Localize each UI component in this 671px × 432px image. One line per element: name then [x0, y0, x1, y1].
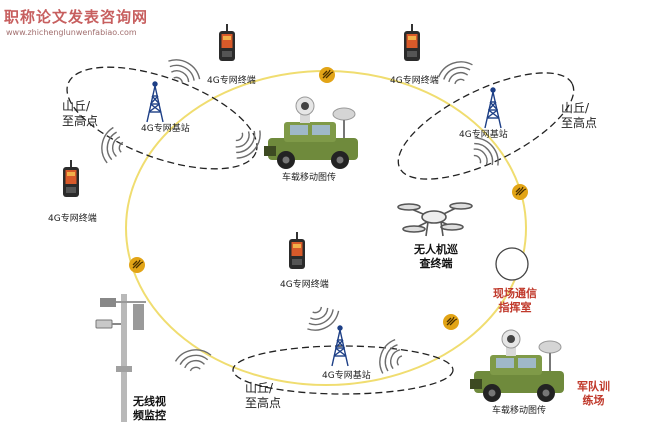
hill-label-right: 山丘/ 至高点 [561, 101, 598, 130]
cctv-label: 无线视 频监控 [133, 395, 166, 422]
signal-waves-icon [300, 299, 344, 337]
cctv-pole-icon [95, 294, 146, 422]
signal-waves-icon [226, 122, 267, 164]
radio-terminal-icon [404, 24, 420, 61]
drone-label: 无人机巡 查终端 [414, 243, 458, 270]
vehicle-label-bottom: 车载移动图传 [492, 406, 547, 416]
command-room-label: 现场通信 指挥室 [493, 287, 537, 314]
signal-waves-icon [173, 346, 214, 374]
network-ring [125, 70, 527, 386]
circle-marker-icon [495, 247, 529, 281]
signal-waves-icon [374, 336, 408, 379]
vehicle-label-top: 车载移动图传 [282, 173, 337, 183]
base-station-label-left: 4G专网基站 [141, 124, 190, 134]
radio-terminal-icon [63, 160, 79, 197]
training-ground-label: 军队训 练场 [577, 380, 610, 407]
hill-label-left: 山丘/ 至高点 [62, 99, 99, 128]
hill-coverage-bottom [232, 345, 454, 395]
signal-waves-icon [98, 125, 126, 166]
hill-label-bottom: 山丘/ 至高点 [245, 381, 282, 410]
watermark-title: 职称论文发表咨询网 [4, 8, 149, 26]
base-station-tower-icon [484, 87, 502, 129]
radio-terminal-icon [289, 232, 305, 269]
signal-waves-icon [161, 53, 205, 91]
watermark-url: www.zhichenglunwenfabiao.com [6, 28, 137, 37]
link-node-icon [128, 256, 146, 274]
vehicle-icon [263, 96, 359, 170]
terminal-label-top-left: 4G专网终端 [207, 76, 256, 86]
base-station-tower-icon [146, 81, 164, 123]
terminal-label-center: 4G专网终端 [280, 280, 329, 290]
terminal-label-top-right: 4G专网终端 [390, 76, 439, 86]
signal-waves-icon [435, 56, 478, 90]
drone-icon [397, 202, 473, 237]
base-station-label-bottom: 4G专网基站 [322, 371, 371, 381]
link-node-icon [511, 183, 529, 201]
link-node-icon [318, 66, 336, 84]
link-node-icon [442, 313, 460, 331]
vehicle-icon [469, 329, 565, 403]
hill-coverage-right [397, 72, 575, 180]
radio-terminal-icon [219, 24, 235, 61]
base-station-label-right: 4G专网基站 [459, 130, 508, 140]
terminal-label-left: 4G专网终端 [48, 214, 97, 224]
